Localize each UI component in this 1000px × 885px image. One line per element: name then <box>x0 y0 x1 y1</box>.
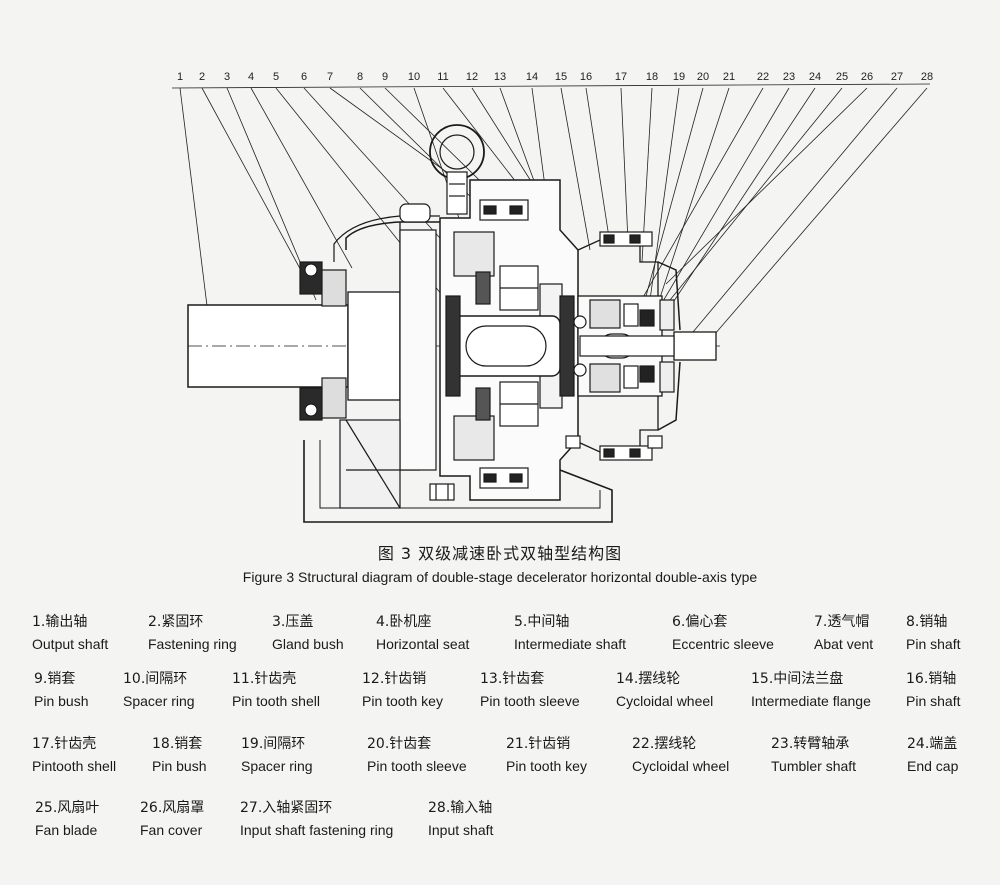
leader-line <box>639 87 704 319</box>
leader-line <box>201 87 305 277</box>
callout-number: 4 <box>248 71 254 83</box>
gland-bush <box>299 261 347 421</box>
callout-number: 8 <box>357 71 363 83</box>
figure-caption-cn: 图 3 双级减速卧式双轴型结构图 <box>377 544 623 563</box>
leader-line <box>669 87 843 301</box>
callout-number: 2 <box>199 71 205 83</box>
leader-line <box>665 87 868 285</box>
base-bolts <box>429 483 455 501</box>
horizontal-seat <box>303 215 613 523</box>
callout-number: 17 <box>615 71 627 83</box>
callout-number: 19 <box>673 71 685 83</box>
callout-number: 12 <box>466 71 478 83</box>
callout-number: 28 <box>921 71 933 83</box>
leader-lines <box>171 83 931 343</box>
callout-number: 18 <box>646 71 658 83</box>
intermediate-shaft <box>445 295 575 397</box>
abat-vent <box>399 124 485 223</box>
callout-number: 21 <box>723 71 735 83</box>
callout-number: 27 <box>891 71 903 83</box>
callout-number: 14 <box>526 71 538 83</box>
leader-line <box>707 87 928 343</box>
callout-number: 15 <box>555 71 567 83</box>
leader-line <box>560 87 591 251</box>
leader-line <box>645 87 790 331</box>
leader-line <box>275 87 471 331</box>
output-shaft <box>187 291 720 401</box>
leader-line <box>585 87 611 245</box>
callout-number: 3 <box>224 71 230 83</box>
callout-number: 10 <box>408 71 420 83</box>
input-shaft <box>579 331 717 361</box>
callout-number: 23 <box>783 71 795 83</box>
callout-baseline <box>171 83 931 89</box>
callout-number: 22 <box>757 71 769 83</box>
intermediate-flange <box>565 231 663 461</box>
end-cap <box>657 261 681 431</box>
callout-number: 25 <box>836 71 848 83</box>
leader-line <box>620 87 629 243</box>
callout-number: 24 <box>809 71 821 83</box>
callout-number: 9 <box>382 71 388 83</box>
callout-number: 7 <box>327 71 333 83</box>
figure-caption-en: Figure 3 Structural diagram of double-st… <box>242 569 758 585</box>
reducer-drawing <box>187 124 720 523</box>
callout-number: 6 <box>301 71 307 83</box>
leader-line <box>629 87 764 321</box>
callout-number: 1 <box>177 71 183 83</box>
leader-line <box>179 87 211 331</box>
callout-number: 26 <box>861 71 873 83</box>
leader-line <box>667 87 816 311</box>
callout-number: 13 <box>494 71 506 83</box>
callout-number: 16 <box>580 71 592 83</box>
callout-number: 5 <box>273 71 279 83</box>
leader-line <box>653 87 730 317</box>
leader-line <box>250 87 353 269</box>
callout-number: 11 <box>437 71 448 83</box>
leader-line <box>687 87 898 339</box>
callout-number: 20 <box>697 71 709 83</box>
